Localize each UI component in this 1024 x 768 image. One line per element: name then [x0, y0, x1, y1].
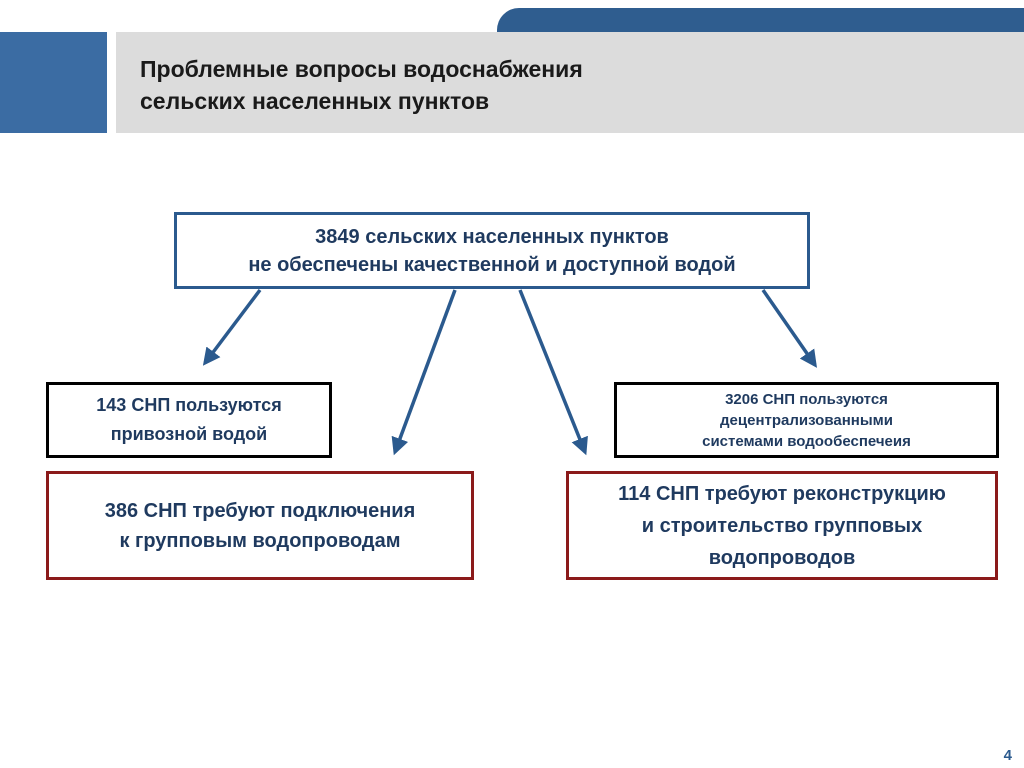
reconstruction-required-line1: 114 СНП требуют реконструкцию: [618, 482, 946, 505]
arrow-to-left-bottom: [391, 289, 457, 456]
reconstruction-required-box: 114 СНП требуют реконструкцию и строител…: [566, 471, 998, 580]
delivered-water-box: 143 СНП пользуются привозной водой: [46, 382, 332, 458]
connection-required-box: 386 СНП требуют подключения к групповым …: [46, 471, 474, 580]
delivered-water-line1: 143 СНП пользуются: [96, 395, 282, 415]
decentralized-systems-line2: децентрализованными: [720, 411, 893, 429]
header-tab-decoration: [497, 8, 1024, 32]
reconstruction-required-line2: и строительство групповых: [641, 514, 923, 537]
arrow-to-right-bottom: [518, 289, 588, 456]
decentralized-systems-line1: 3206 СНП пользуются: [725, 390, 888, 408]
decentralized-systems-line3: системами водообеспечеия: [702, 432, 911, 450]
root-node-line2: не обеспечены качественной и доступной в…: [248, 253, 736, 276]
reconstruction-required-line3: водопроводов: [708, 546, 856, 569]
connection-required-line1: 386 СНП требуют подключения: [104, 499, 416, 522]
root-node-line1: 3849 сельских населенных пунктов: [315, 225, 669, 248]
root-node-box: 3849 сельских населенных пунктов не обес…: [174, 212, 810, 289]
slide-title-line2: сельских населенных пунктов: [140, 88, 490, 114]
header-square-decoration: [0, 32, 107, 133]
slide-title: Проблемные вопросы водоснабжения сельски…: [140, 53, 583, 117]
connection-required-line2: к групповым водопроводам: [119, 529, 401, 552]
page-number: 4: [1003, 747, 1012, 764]
slide-title-line1: Проблемные вопросы водоснабжения: [140, 56, 583, 82]
arrow-to-left-top: [202, 288, 262, 366]
arrow-to-right-top: [761, 289, 817, 368]
delivered-water-line2: привозной водой: [110, 424, 268, 444]
decentralized-systems-box: 3206 СНП пользуются децентрализованными …: [614, 382, 999, 458]
title-bar: [116, 32, 1024, 133]
